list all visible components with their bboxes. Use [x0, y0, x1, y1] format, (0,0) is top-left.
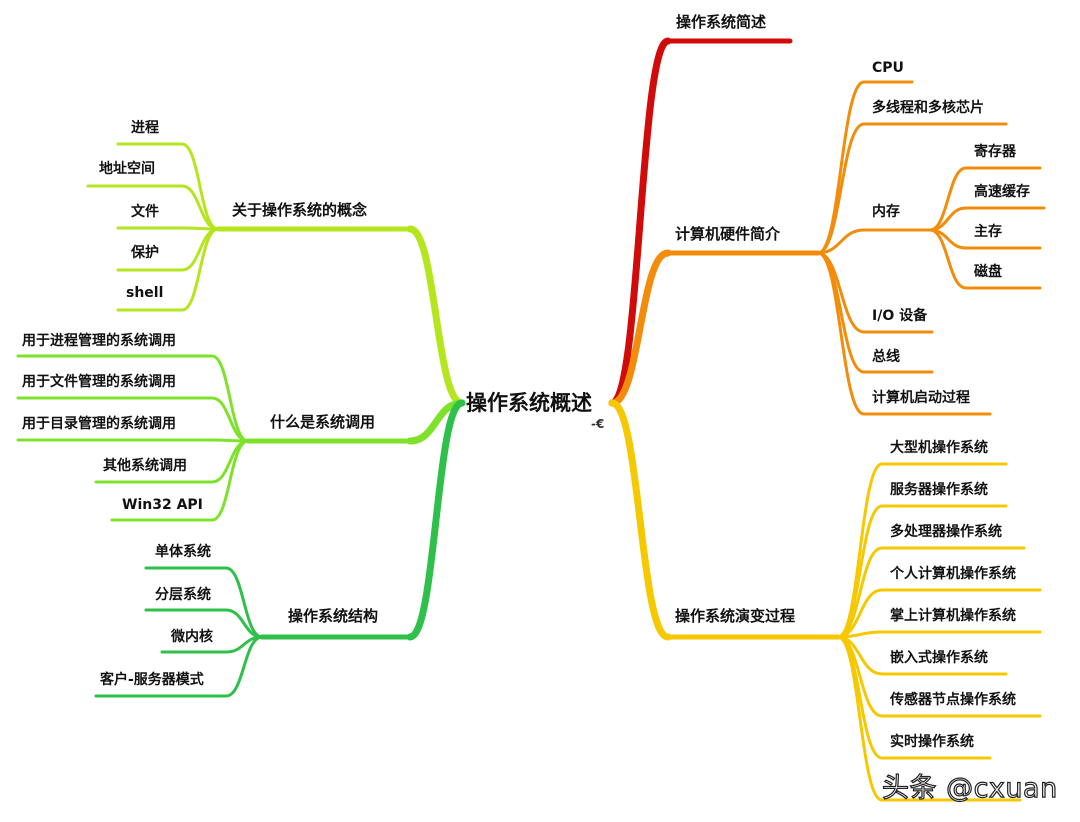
node-boot: 计算机启动过程	[872, 390, 970, 406]
node-cache: 高速缓存	[974, 184, 1030, 200]
node-layered: 分层系统	[155, 587, 211, 603]
node-address-space: 地址空间	[99, 161, 155, 177]
node-protection: 保护	[131, 245, 159, 261]
node-microkernel: 微内核	[171, 629, 213, 645]
node-multithread: 多线程和多核芯片	[872, 100, 984, 116]
node-monolithic: 单体系统	[155, 544, 211, 560]
node-cpu: CPU	[872, 60, 904, 76]
node-multiprocessor: 多处理器操作系统	[890, 524, 1002, 540]
connector-extra	[836, 635, 884, 802]
connector-memory	[816, 228, 866, 255]
node-disk: 磁盘	[974, 264, 1002, 280]
node-io: I/O 设备	[872, 308, 928, 324]
watermark: 头条 @cxuan	[881, 772, 1058, 804]
connector-bus	[816, 251, 866, 374]
connector-disk	[928, 228, 968, 290]
node-client-server: 客户-服务器模式	[100, 672, 204, 688]
branch-structure: 操作系统结构	[288, 607, 379, 625]
node-syscall-file: 用于文件管理的系统调用	[22, 374, 176, 390]
node-file: 文件	[131, 204, 159, 220]
connector-client-server	[224, 635, 264, 698]
trunk-overview	[608, 37, 672, 407]
trunk-structure	[406, 399, 466, 641]
connector-monolithic	[224, 566, 264, 639]
node-process: 进程	[131, 120, 159, 136]
connector-win32	[210, 439, 250, 522]
connector-shell	[180, 227, 220, 312]
node-pc: 个人计算机操作系统	[890, 566, 1016, 582]
trunk-hardware	[608, 249, 672, 407]
node-win32: Win32 API	[122, 497, 203, 513]
node-main-memory: 主存	[974, 224, 1002, 240]
node-handheld: 掌上计算机操作系统	[890, 608, 1016, 624]
connector-boot	[816, 251, 866, 416]
node-syscall-process: 用于进程管理的系统调用	[22, 333, 176, 349]
branch-os-overview: 操作系统简述	[676, 13, 767, 31]
trunk-concepts	[406, 225, 466, 407]
root-node-label: 操作系统概述	[466, 391, 592, 415]
node-shell: shell	[126, 285, 164, 301]
connector-multiprocessor	[836, 546, 884, 639]
node-server: 服务器操作系统	[890, 482, 988, 498]
collapse-icon[interactable]: -€	[591, 417, 605, 431]
trunk-evolution	[608, 399, 672, 641]
connector-multithread	[816, 122, 866, 255]
branch-evolution: 操作系统演变过程	[675, 607, 796, 625]
node-realtime: 实时操作系统	[890, 734, 974, 750]
node-register: 寄存器	[974, 144, 1016, 160]
connector-server	[836, 504, 884, 639]
node-syscall-dir: 用于目录管理的系统调用	[22, 416, 176, 432]
connector-cpu	[816, 80, 866, 255]
node-mainframe: 大型机操作系统	[890, 440, 988, 456]
node-bus: 总线	[872, 349, 900, 365]
node-syscall-other: 其他系统调用	[103, 458, 187, 474]
branch-hardware: 计算机硬件简介	[675, 225, 781, 243]
node-memory: 内存	[872, 204, 900, 220]
branch-concepts: 关于操作系统的概念	[232, 201, 368, 219]
node-embedded: 嵌入式操作系统	[890, 650, 988, 666]
branch-syscalls: 什么是系统调用	[270, 413, 376, 431]
node-sensor: 传感器节点操作系统	[890, 692, 1016, 708]
